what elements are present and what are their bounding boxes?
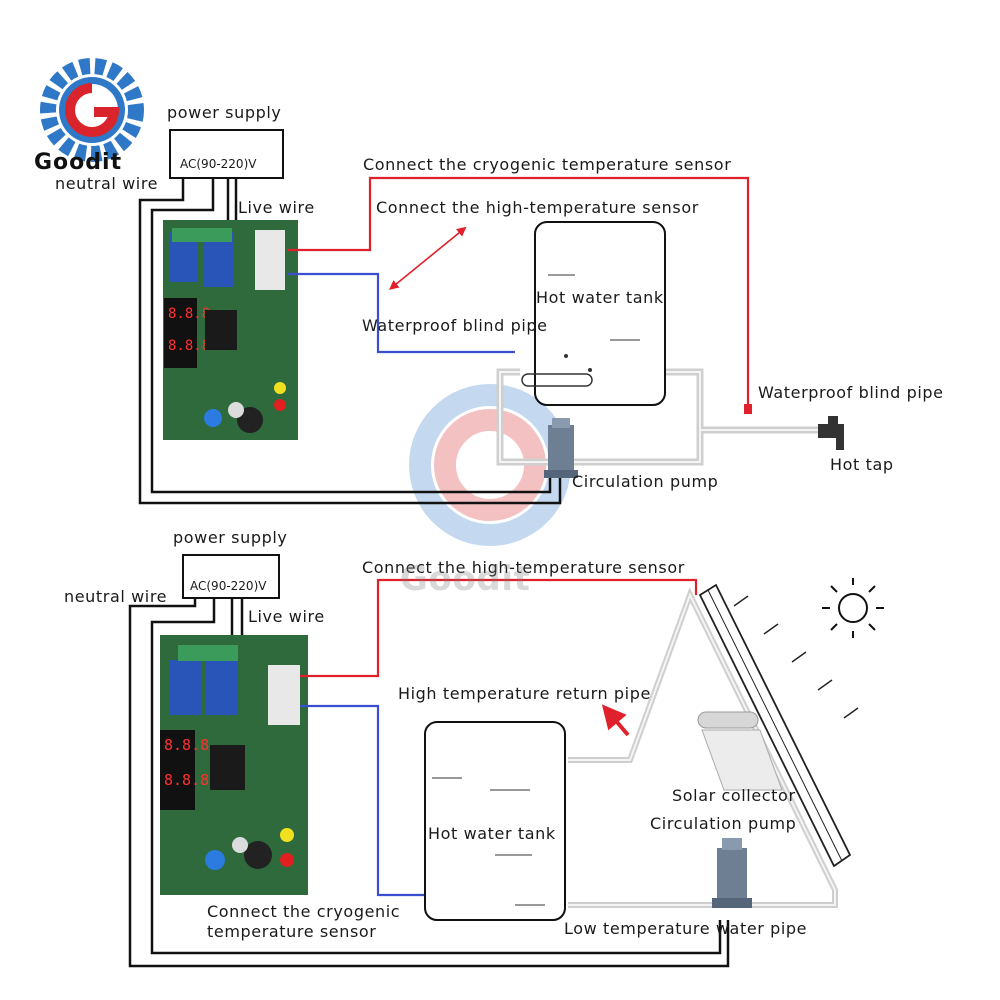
brand-logo-text: Goodit <box>34 150 123 175</box>
top-ac-voltage-label: AC(90-220)V <box>180 157 257 171</box>
return-pipe-label: High temperature return pipe <box>398 684 651 703</box>
bottom-ac-voltage-label: AC(90-220)V <box>190 579 267 593</box>
svg-text:8.8.8: 8.8.8 <box>168 306 210 322</box>
bottom-circulation-pump-icon <box>712 838 752 908</box>
bottom-pump-label: Circulation pump <box>650 814 797 833</box>
return-flow-arrow <box>601 704 630 737</box>
bottom-cryo-sensor-wire <box>300 704 425 897</box>
top-neutral-wire-label: neutral wire <box>55 174 159 193</box>
top-power-supply-box <box>169 129 284 179</box>
top-tank-label: Hot water tank <box>536 288 664 307</box>
top-pump-label: Circulation pump <box>572 472 719 491</box>
bottom-tank-label: Hot water tank <box>428 824 556 843</box>
bottom-high-sensor-label: Connect the high-temperature sensor <box>362 558 685 577</box>
low-temp-pipe-label: Low temperature water pipe <box>564 919 808 938</box>
solar-heater-picture <box>697 711 783 791</box>
top-high-sensor-label: Connect the high-temperature sensor <box>376 198 699 217</box>
top-blind-pipe-marker <box>744 404 752 414</box>
top-blind-pipe-left-label: Waterproof blind pipe <box>362 316 548 335</box>
svg-text:8.8.8: 8.8.8 <box>164 736 209 754</box>
top-live-wire-label: Live wire <box>238 198 315 217</box>
top-blind-pipe-right-label: Waterproof blind pipe <box>758 383 944 402</box>
top-cryo-sensor-wire <box>287 176 750 410</box>
bottom-relay-board: 8.8.8 8.8.8 <box>160 635 308 895</box>
hot-tap-icon <box>818 416 844 450</box>
solar-collector-panel <box>698 583 852 868</box>
bottom-live-wire-label: Live wire <box>248 607 325 626</box>
bottom-cryo-sensor-label-line2: temperature sensor <box>207 922 377 941</box>
watermark-text: Goodit <box>400 559 531 599</box>
bottom-high-sensor-wire <box>300 578 698 678</box>
top-power-supply-label: power supply <box>167 103 282 122</box>
solar-collector-label: Solar collector <box>672 786 796 805</box>
hot-tap-label: Hot tap <box>830 455 894 474</box>
top-cryo-sensor-label: Connect the cryogenic temperature sensor <box>363 155 732 174</box>
bottom-hot-water-tank <box>424 721 566 921</box>
top-relay-board: 8.8.8 8.8.8 <box>163 220 298 440</box>
svg-text:8.8.8: 8.8.8 <box>164 771 209 789</box>
bottom-power-supply-label: power supply <box>173 528 288 547</box>
top-high-sensor-wire <box>287 272 515 354</box>
top-circulation-pump-icon <box>544 418 578 478</box>
goodit-logo-icon <box>40 58 144 162</box>
bottom-cryo-sensor-label-line1: Connect the cryogenic <box>207 902 401 921</box>
top-hot-water-tank <box>521 221 666 406</box>
sun-icon <box>822 578 884 638</box>
bottom-power-supply-box <box>182 554 280 599</box>
bottom-neutral-wire-label: neutral wire <box>64 587 168 606</box>
sunlight-arrows <box>733 595 859 719</box>
top-sensor-arrow <box>389 226 467 290</box>
bottom-pipes <box>568 587 838 908</box>
svg-text:8.8.8: 8.8.8 <box>168 338 210 354</box>
